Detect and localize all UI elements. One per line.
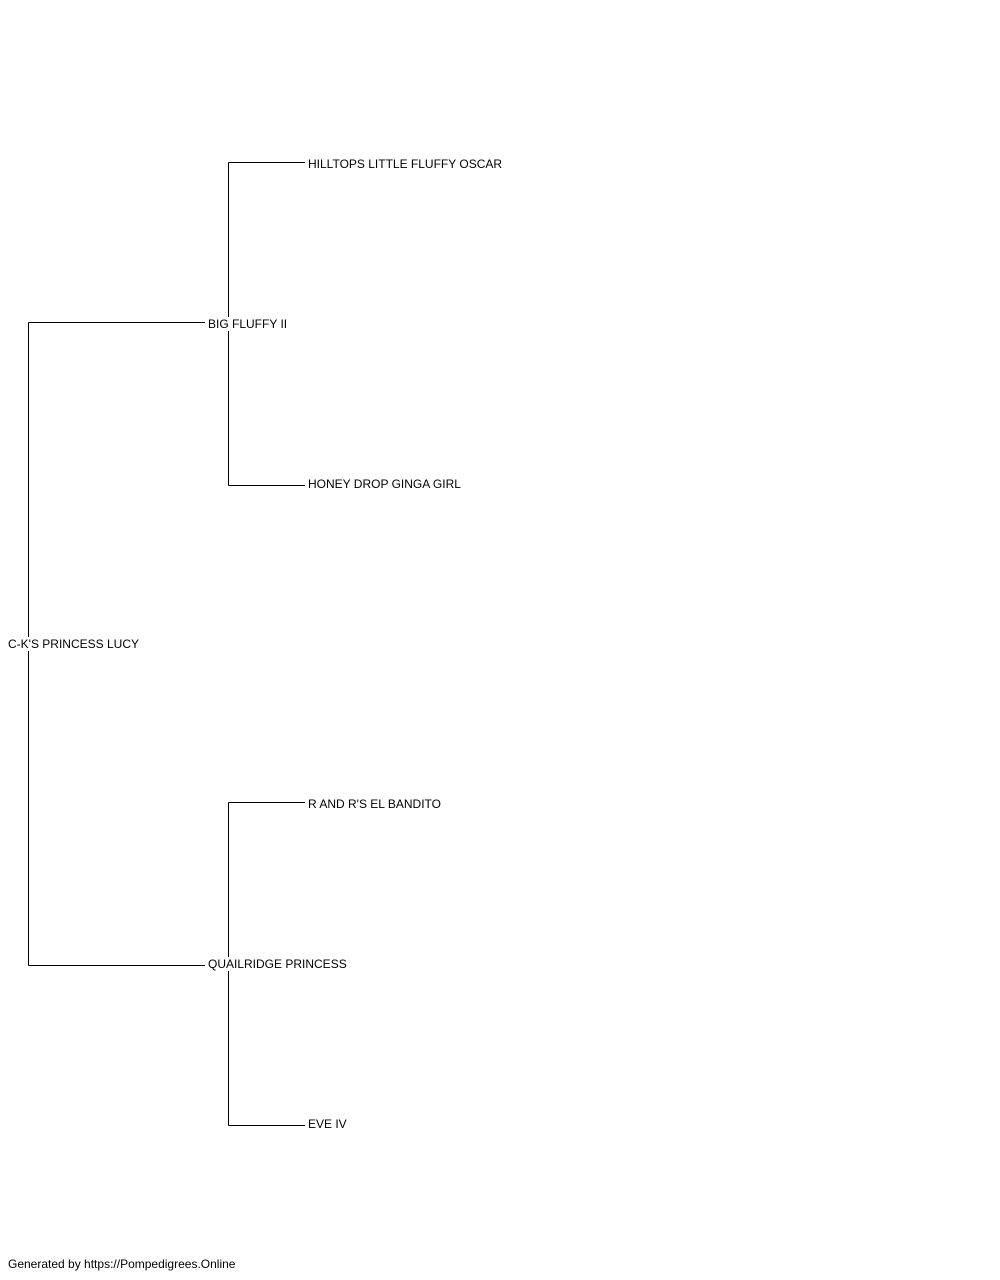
subject-name: C-K'S PRINCESS LUCY [6, 637, 141, 651]
generated-by-footer: Generated by https://Pompedigrees.Online [8, 1257, 236, 1271]
sire-name: BIG FLUFFY II [206, 317, 290, 331]
sire-sire-name: HILLTOPS LITTLE FLUFFY OSCAR [306, 157, 505, 171]
dam-dam-name: EVE IV [306, 1117, 349, 1131]
dam-name: QUAILRIDGE PRINCESS [206, 957, 349, 971]
dam-sire-name: R AND R'S EL BANDITO [306, 797, 443, 811]
sire-dam-name: HONEY DROP GINGA GIRL [306, 477, 463, 491]
